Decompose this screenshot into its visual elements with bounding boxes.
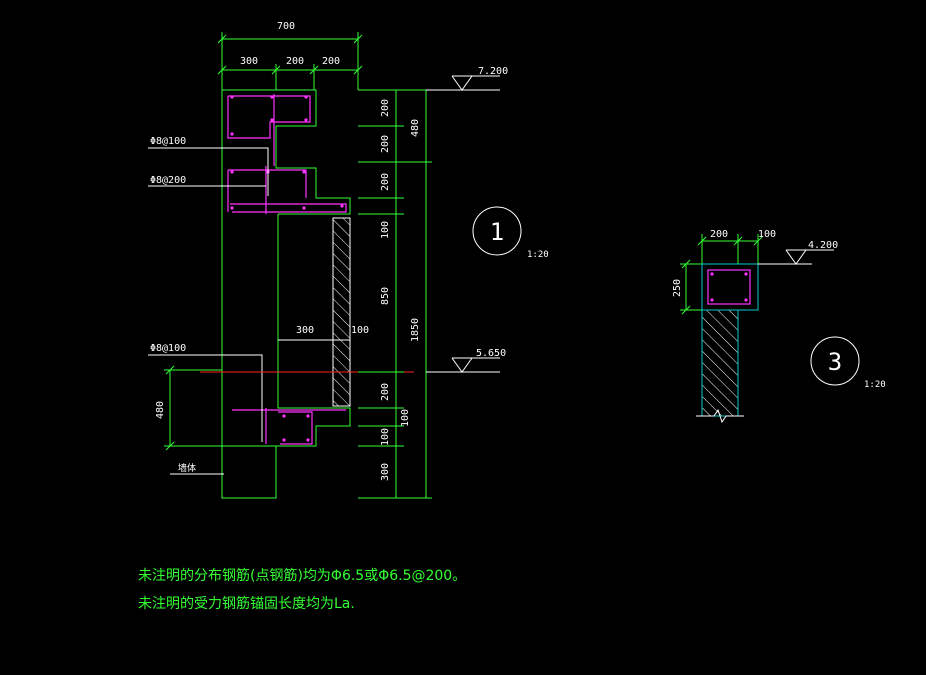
dim-inner-300: 300: [296, 325, 314, 336]
d3-break-line: [696, 408, 744, 424]
note-line-1: 未注明的分布钢筋(点钢筋)均为Φ6.5或Φ6.5@200。: [138, 567, 466, 584]
callout-number-3: 3: [828, 348, 842, 376]
dim-inner-100: 100: [351, 325, 369, 336]
d3-dim-200: 200: [710, 229, 728, 240]
d3-wall-hatch: [701, 309, 739, 417]
dim-r-850: 850: [380, 287, 391, 305]
dim-200-a: 200: [286, 56, 304, 67]
dim-r-300: 300: [380, 463, 391, 481]
dim-t-1850: 1850: [410, 318, 421, 342]
dim-r-100-b: 100: [380, 428, 391, 446]
elevation-mid: 5.650: [476, 348, 506, 359]
callout-circle-1: [472, 206, 522, 256]
scale-1: 1:20: [527, 250, 549, 260]
label-wall: 墙体: [178, 462, 196, 474]
elevation-top: 7.200: [478, 66, 508, 77]
label-rebar-2: Φ8@200: [150, 175, 186, 186]
detail-3: 200 100 250 4.200 3 1:20: [672, 229, 886, 424]
dim-total-700: 700: [277, 21, 295, 32]
note-line-2: 未注明的受力钢筋锚固长度均为La.: [138, 595, 355, 612]
right-dimensions: [358, 89, 432, 499]
rebar-lines: [227, 94, 347, 445]
dim-200-b: 200: [322, 56, 340, 67]
detail-1: 700 300 200 200: [148, 21, 549, 499]
d3-dim-100: 100: [758, 229, 776, 240]
dim-r-200-d: 200: [380, 383, 391, 401]
section-outline: [221, 89, 351, 499]
dim-300: 300: [240, 56, 258, 67]
d3-stirrup: [707, 269, 751, 305]
dim-480-left: 480: [155, 401, 166, 419]
top-dimensions: [217, 32, 363, 90]
dim-r-200-c: 200: [380, 173, 391, 191]
elevation-markers: [426, 75, 500, 373]
dim-r-100: 100: [380, 221, 391, 239]
dim-r-200-a: 200: [380, 99, 391, 117]
callout-circle-3: [810, 336, 860, 386]
detail3-dimensions: [680, 234, 763, 315]
dim-t-100: 100: [400, 409, 411, 427]
callout-number-1: 1: [490, 218, 504, 246]
d3-elevation: 4.200: [808, 240, 838, 251]
wall-hatch: [332, 217, 351, 407]
scale-3: 1:20: [864, 380, 886, 390]
dim-t-480: 480: [410, 119, 421, 137]
label-rebar-3: Φ8@100: [150, 343, 186, 354]
label-rebar-1: Φ8@100: [150, 136, 186, 147]
rebar-dots: [230, 95, 344, 442]
d3-dim-250: 250: [672, 279, 683, 297]
dim-r-200-b: 200: [380, 135, 391, 153]
